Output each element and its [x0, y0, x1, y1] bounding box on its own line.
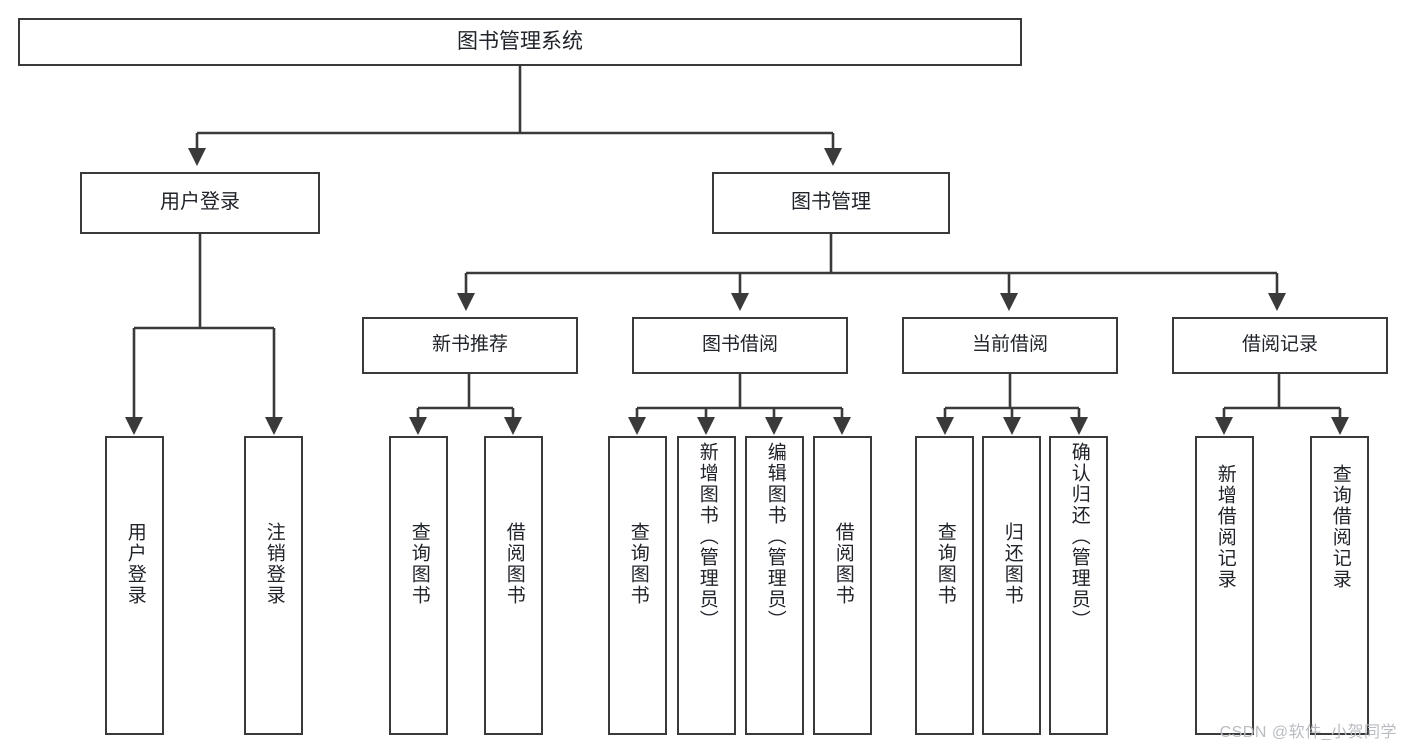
- node-leaf-query-book-2-label: 查询图书: [627, 522, 649, 606]
- node-leaf-user-login-label: 用户登录: [124, 522, 146, 606]
- node-root-label: 图书管理系统: [457, 29, 583, 53]
- node-leaf-edit-book[interactable]: 编辑图书（管理员）: [745, 436, 804, 735]
- node-leaf-add-record-label: 新增借阅记录: [1214, 464, 1236, 590]
- node-leaf-add-book-label: 新增图书（管理员）: [696, 442, 718, 631]
- node-current-borrow[interactable]: 当前借阅: [902, 317, 1118, 374]
- node-leaf-borrow-book-1-label: 借阅图书: [503, 522, 525, 606]
- node-leaf-query-record[interactable]: 查询借阅记录: [1310, 436, 1369, 735]
- node-leaf-borrow-book-1[interactable]: 借阅图书: [484, 436, 543, 735]
- node-leaf-query-book-2[interactable]: 查询图书: [608, 436, 667, 735]
- node-borrow-record-label: 借阅记录: [1241, 334, 1318, 356]
- node-root[interactable]: 图书管理系统: [18, 18, 1022, 66]
- node-leaf-query-book-3[interactable]: 查询图书: [915, 436, 974, 735]
- node-leaf-add-record[interactable]: 新增借阅记录: [1195, 436, 1254, 735]
- node-new-book-rec[interactable]: 新书推荐: [362, 317, 578, 374]
- node-leaf-query-book-3-label: 查询图书: [934, 522, 956, 606]
- node-leaf-add-book[interactable]: 新增图书（管理员）: [677, 436, 736, 735]
- node-user-login[interactable]: 用户登录: [80, 172, 320, 234]
- node-leaf-query-book-1[interactable]: 查询图书: [389, 436, 448, 735]
- node-leaf-query-record-label: 查询借阅记录: [1329, 464, 1351, 590]
- node-book-manage[interactable]: 图书管理: [712, 172, 950, 234]
- node-user-login-label: 用户登录: [160, 191, 240, 214]
- node-leaf-query-book-1-label: 查询图书: [408, 522, 430, 606]
- watermark: CSDN @软件_小贺同学: [1219, 724, 1397, 741]
- node-leaf-edit-book-label: 编辑图书（管理员）: [764, 442, 786, 631]
- node-leaf-return-book-label: 归还图书: [1001, 522, 1023, 606]
- node-book-manage-label: 图书管理: [791, 191, 871, 214]
- node-leaf-user-logout-label: 注销登录: [263, 522, 285, 606]
- node-leaf-return-book[interactable]: 归还图书: [982, 436, 1041, 735]
- node-leaf-confirm-return[interactable]: 确认归还（管理员）: [1049, 436, 1108, 735]
- node-leaf-borrow-book-2-label: 借阅图书: [832, 522, 854, 606]
- node-book-borrow-label: 图书借阅: [701, 334, 778, 356]
- node-borrow-record[interactable]: 借阅记录: [1172, 317, 1388, 374]
- node-leaf-user-login[interactable]: 用户登录: [105, 436, 164, 735]
- node-leaf-borrow-book-2[interactable]: 借阅图书: [813, 436, 872, 735]
- node-book-borrow[interactable]: 图书借阅: [632, 317, 848, 374]
- node-leaf-user-logout[interactable]: 注销登录: [244, 436, 303, 735]
- node-new-book-rec-label: 新书推荐: [431, 334, 508, 356]
- node-leaf-confirm-return-label: 确认归还（管理员）: [1068, 442, 1090, 631]
- node-current-borrow-label: 当前借阅: [971, 334, 1048, 356]
